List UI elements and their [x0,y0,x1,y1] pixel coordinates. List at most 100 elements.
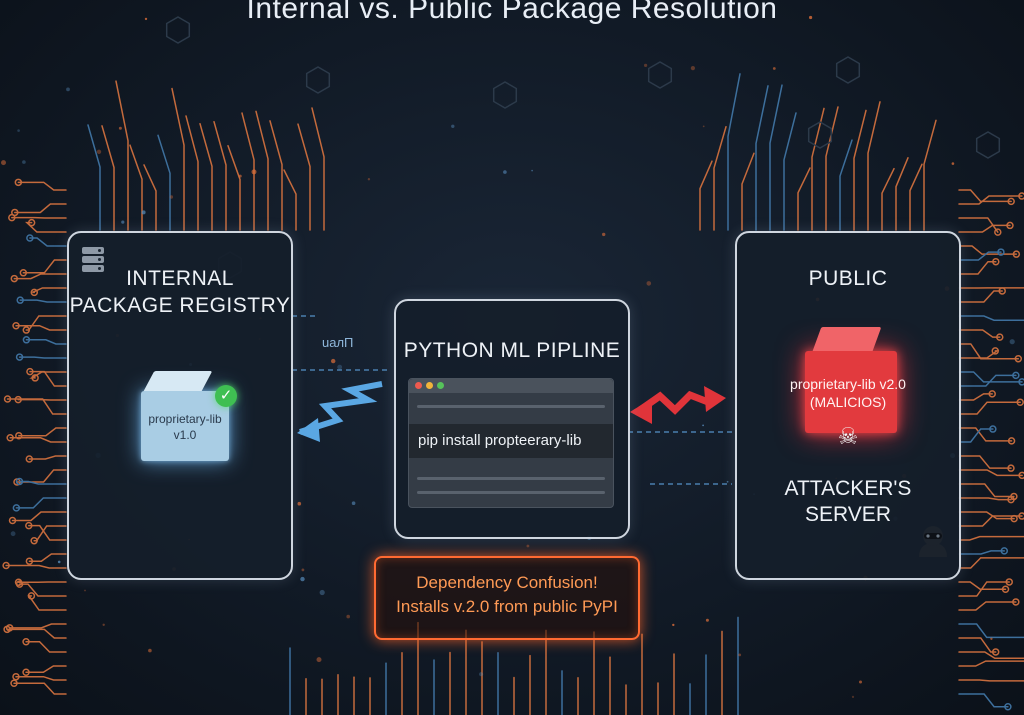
hexagon-decoration [492,81,518,109]
close-dot-icon [415,382,422,389]
internal-title-line2: PACKAGE REGISTRY [69,294,291,317]
circuit-trace [283,169,297,231]
circuit-trace [255,110,269,231]
circuit-trace [699,160,713,231]
spark-dot [1,160,6,166]
circuit-trace [867,101,881,231]
spark-dot [705,618,709,622]
spark-dot [331,358,336,364]
spark-dot [951,162,955,165]
spark-dot [96,149,102,154]
circuit-trace [129,144,143,231]
circuit-trace [27,595,67,611]
circuit-trace [727,73,741,231]
circuit-trace [269,120,283,231]
circuit-trace [22,259,67,274]
circuit-trace [171,87,185,231]
circuit-node [991,648,1000,656]
circuit-trace [25,315,67,331]
circuit-trace [825,106,839,231]
circuit-trace [13,273,67,280]
circuit-node [15,353,24,361]
circuit-trace [29,370,67,387]
circuit-trace [811,107,825,231]
circuit-trace [958,343,1020,360]
terminal-titlebar [409,379,613,393]
spark-dot [337,364,343,370]
circuit-trace [25,339,67,345]
attacker-line1: ATTACKER'S [784,477,912,500]
safe-package-box: proprietary-lib v1.0 ✓ [141,371,237,461]
package-flap [812,327,882,351]
circuit-node [1004,702,1012,711]
circuit-trace [958,189,1012,203]
circuit-node [15,580,24,588]
circuit-node [3,395,12,403]
circuit-trace [213,120,227,231]
circuit-node [27,592,36,600]
circuit-trace [18,427,67,437]
circuit-trace [297,123,311,231]
spark-dot [251,169,257,175]
circuit-trace [15,324,67,331]
terminal-line [417,491,605,494]
circuit-node [1018,378,1024,386]
circuit-trace [19,299,67,303]
spark-dot [141,210,146,215]
circuit-node [19,269,28,277]
circuit-node [1012,371,1020,380]
circuit-trace [28,524,67,541]
circuit-node [15,477,24,486]
circuit-trace [958,469,1023,477]
pipeline-title: PYTHON ML PIPLINE [403,339,621,362]
circuit-node [6,434,14,442]
circuit-trace [18,356,67,359]
circuit-trace [185,115,199,231]
circuit-trace [17,181,67,191]
spark-dot [346,614,351,619]
circuit-trace [227,144,241,231]
spark-dot [300,576,305,582]
circuit-node [22,668,30,677]
circuit-node [26,367,34,376]
circuit-node [27,218,36,227]
circuit-trace [18,583,67,597]
public-title: PUBLIC [808,267,888,290]
circuit-trace [958,581,1010,597]
spark-dot [809,15,813,20]
circuit-trace [958,601,1017,611]
circuit-trace [15,497,67,509]
circuit-trace [28,455,67,460]
circuit-trace [9,437,67,443]
safe-package-label: proprietary-lib v1.0 [141,411,229,443]
terminal-window: pip install propteerary-lib [408,378,614,508]
circuit-node [1018,471,1024,480]
attacker-server-label: ATTACKER'S SERVER [737,476,959,528]
circuit-trace [958,195,1023,205]
circuit-node [12,672,20,681]
minimize-dot-icon [426,382,433,389]
circuit-node [8,213,16,222]
circuit-node [16,296,24,304]
circuit-trace [18,480,67,485]
circuit-node [1001,585,1010,593]
dashed-connector-top-left [292,315,388,371]
circuit-trace [839,139,853,231]
hexagon-decoration [807,121,833,149]
circuit-trace [157,134,171,231]
circuit-trace [958,260,997,275]
spark-dot [17,129,20,132]
circuit-trace [143,164,157,231]
terminal-line [417,405,605,408]
circuit-node [1007,197,1015,206]
spark-dot [738,653,742,657]
spark-dot [772,67,776,70]
circuit-node [2,561,10,570]
circuit-trace [29,237,67,247]
circuit-node [12,321,20,330]
circuit-trace [881,167,895,231]
spark-dot [66,87,70,92]
spark-dot [84,589,86,592]
circuit-node [1005,578,1013,586]
